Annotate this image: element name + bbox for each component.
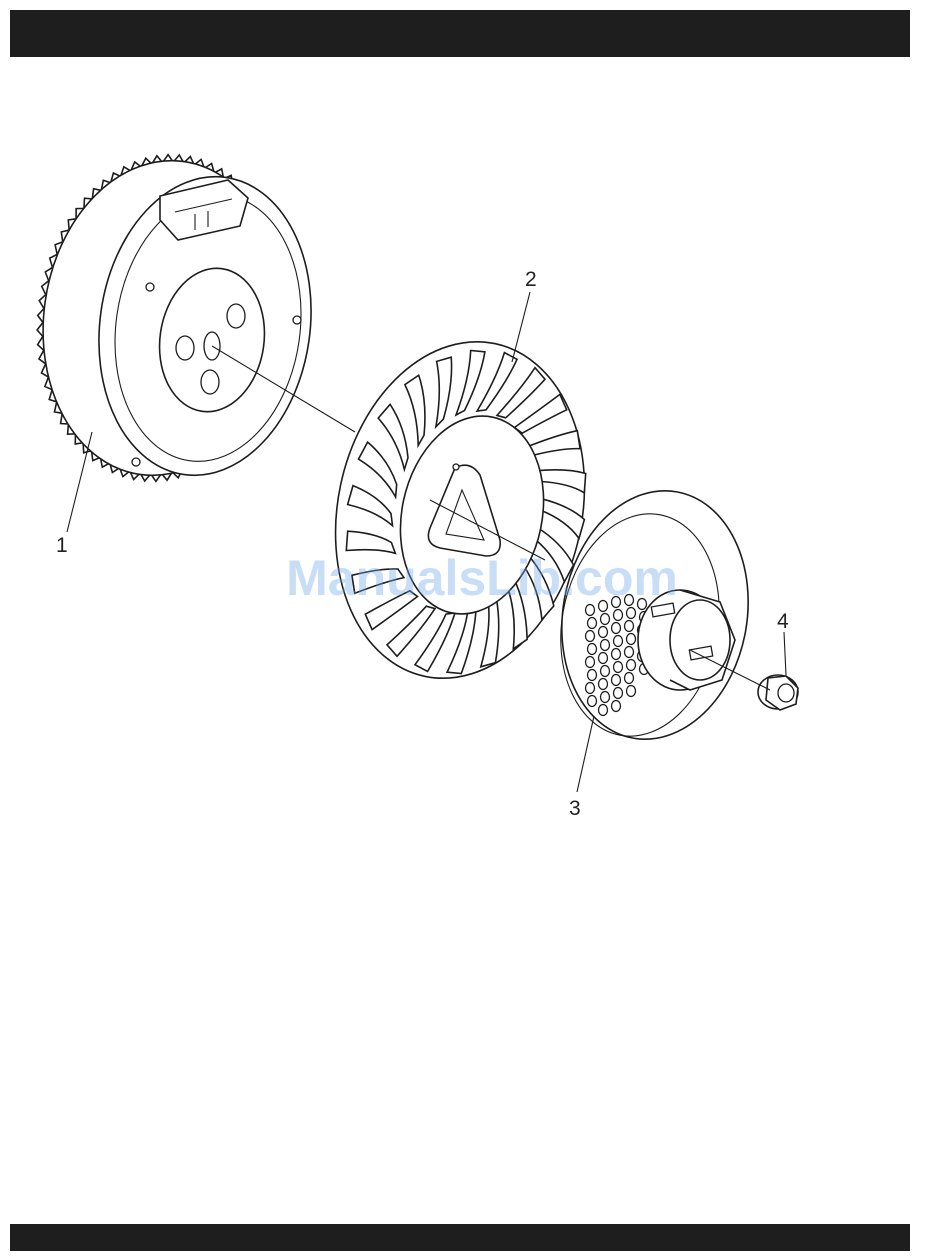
vent-hole xyxy=(614,610,623,621)
vent-hole xyxy=(627,686,636,697)
footer-band xyxy=(10,1224,910,1251)
vent-hole xyxy=(627,634,636,645)
vent-hole xyxy=(612,623,621,634)
vent-hole xyxy=(625,673,634,684)
vent-hole xyxy=(612,675,621,686)
vent-hole xyxy=(612,649,621,660)
vent-hole xyxy=(601,692,610,703)
vent-hole xyxy=(599,679,608,690)
vent-hole xyxy=(614,688,623,699)
callout-4-leader xyxy=(784,632,786,675)
vent-hole xyxy=(599,627,608,638)
flywheel-part xyxy=(23,145,330,491)
vent-hole xyxy=(601,640,610,651)
vent-hole xyxy=(612,701,621,712)
vent-hole xyxy=(625,621,634,632)
vent-hole xyxy=(625,647,634,658)
vent-hole xyxy=(614,636,623,647)
vent-hole xyxy=(586,605,595,616)
watermark-text: ManualsLib.com xyxy=(286,550,678,606)
callout-3-leader xyxy=(577,716,594,792)
vent-hole xyxy=(601,666,610,677)
vent-hole xyxy=(586,683,595,694)
vent-hole xyxy=(588,670,597,681)
callout-2: 2 xyxy=(525,268,537,291)
vent-hole xyxy=(627,660,636,671)
vent-hole xyxy=(599,705,608,716)
vent-hole xyxy=(588,644,597,655)
callout-3: 3 xyxy=(569,797,581,820)
vent-hole xyxy=(586,631,595,642)
vent-hole xyxy=(614,662,623,673)
callout-2-leader xyxy=(512,292,530,362)
flange-nut-part xyxy=(758,675,798,710)
vent-hole xyxy=(588,618,597,629)
callout-1: 1 xyxy=(56,534,68,557)
vent-hole xyxy=(599,653,608,664)
callout-1-leader xyxy=(67,432,92,532)
vent-hole xyxy=(588,696,597,707)
vent-hole xyxy=(586,657,595,668)
vent-hole xyxy=(601,614,610,625)
vent-hole xyxy=(627,608,636,619)
callout-4: 4 xyxy=(777,610,789,633)
